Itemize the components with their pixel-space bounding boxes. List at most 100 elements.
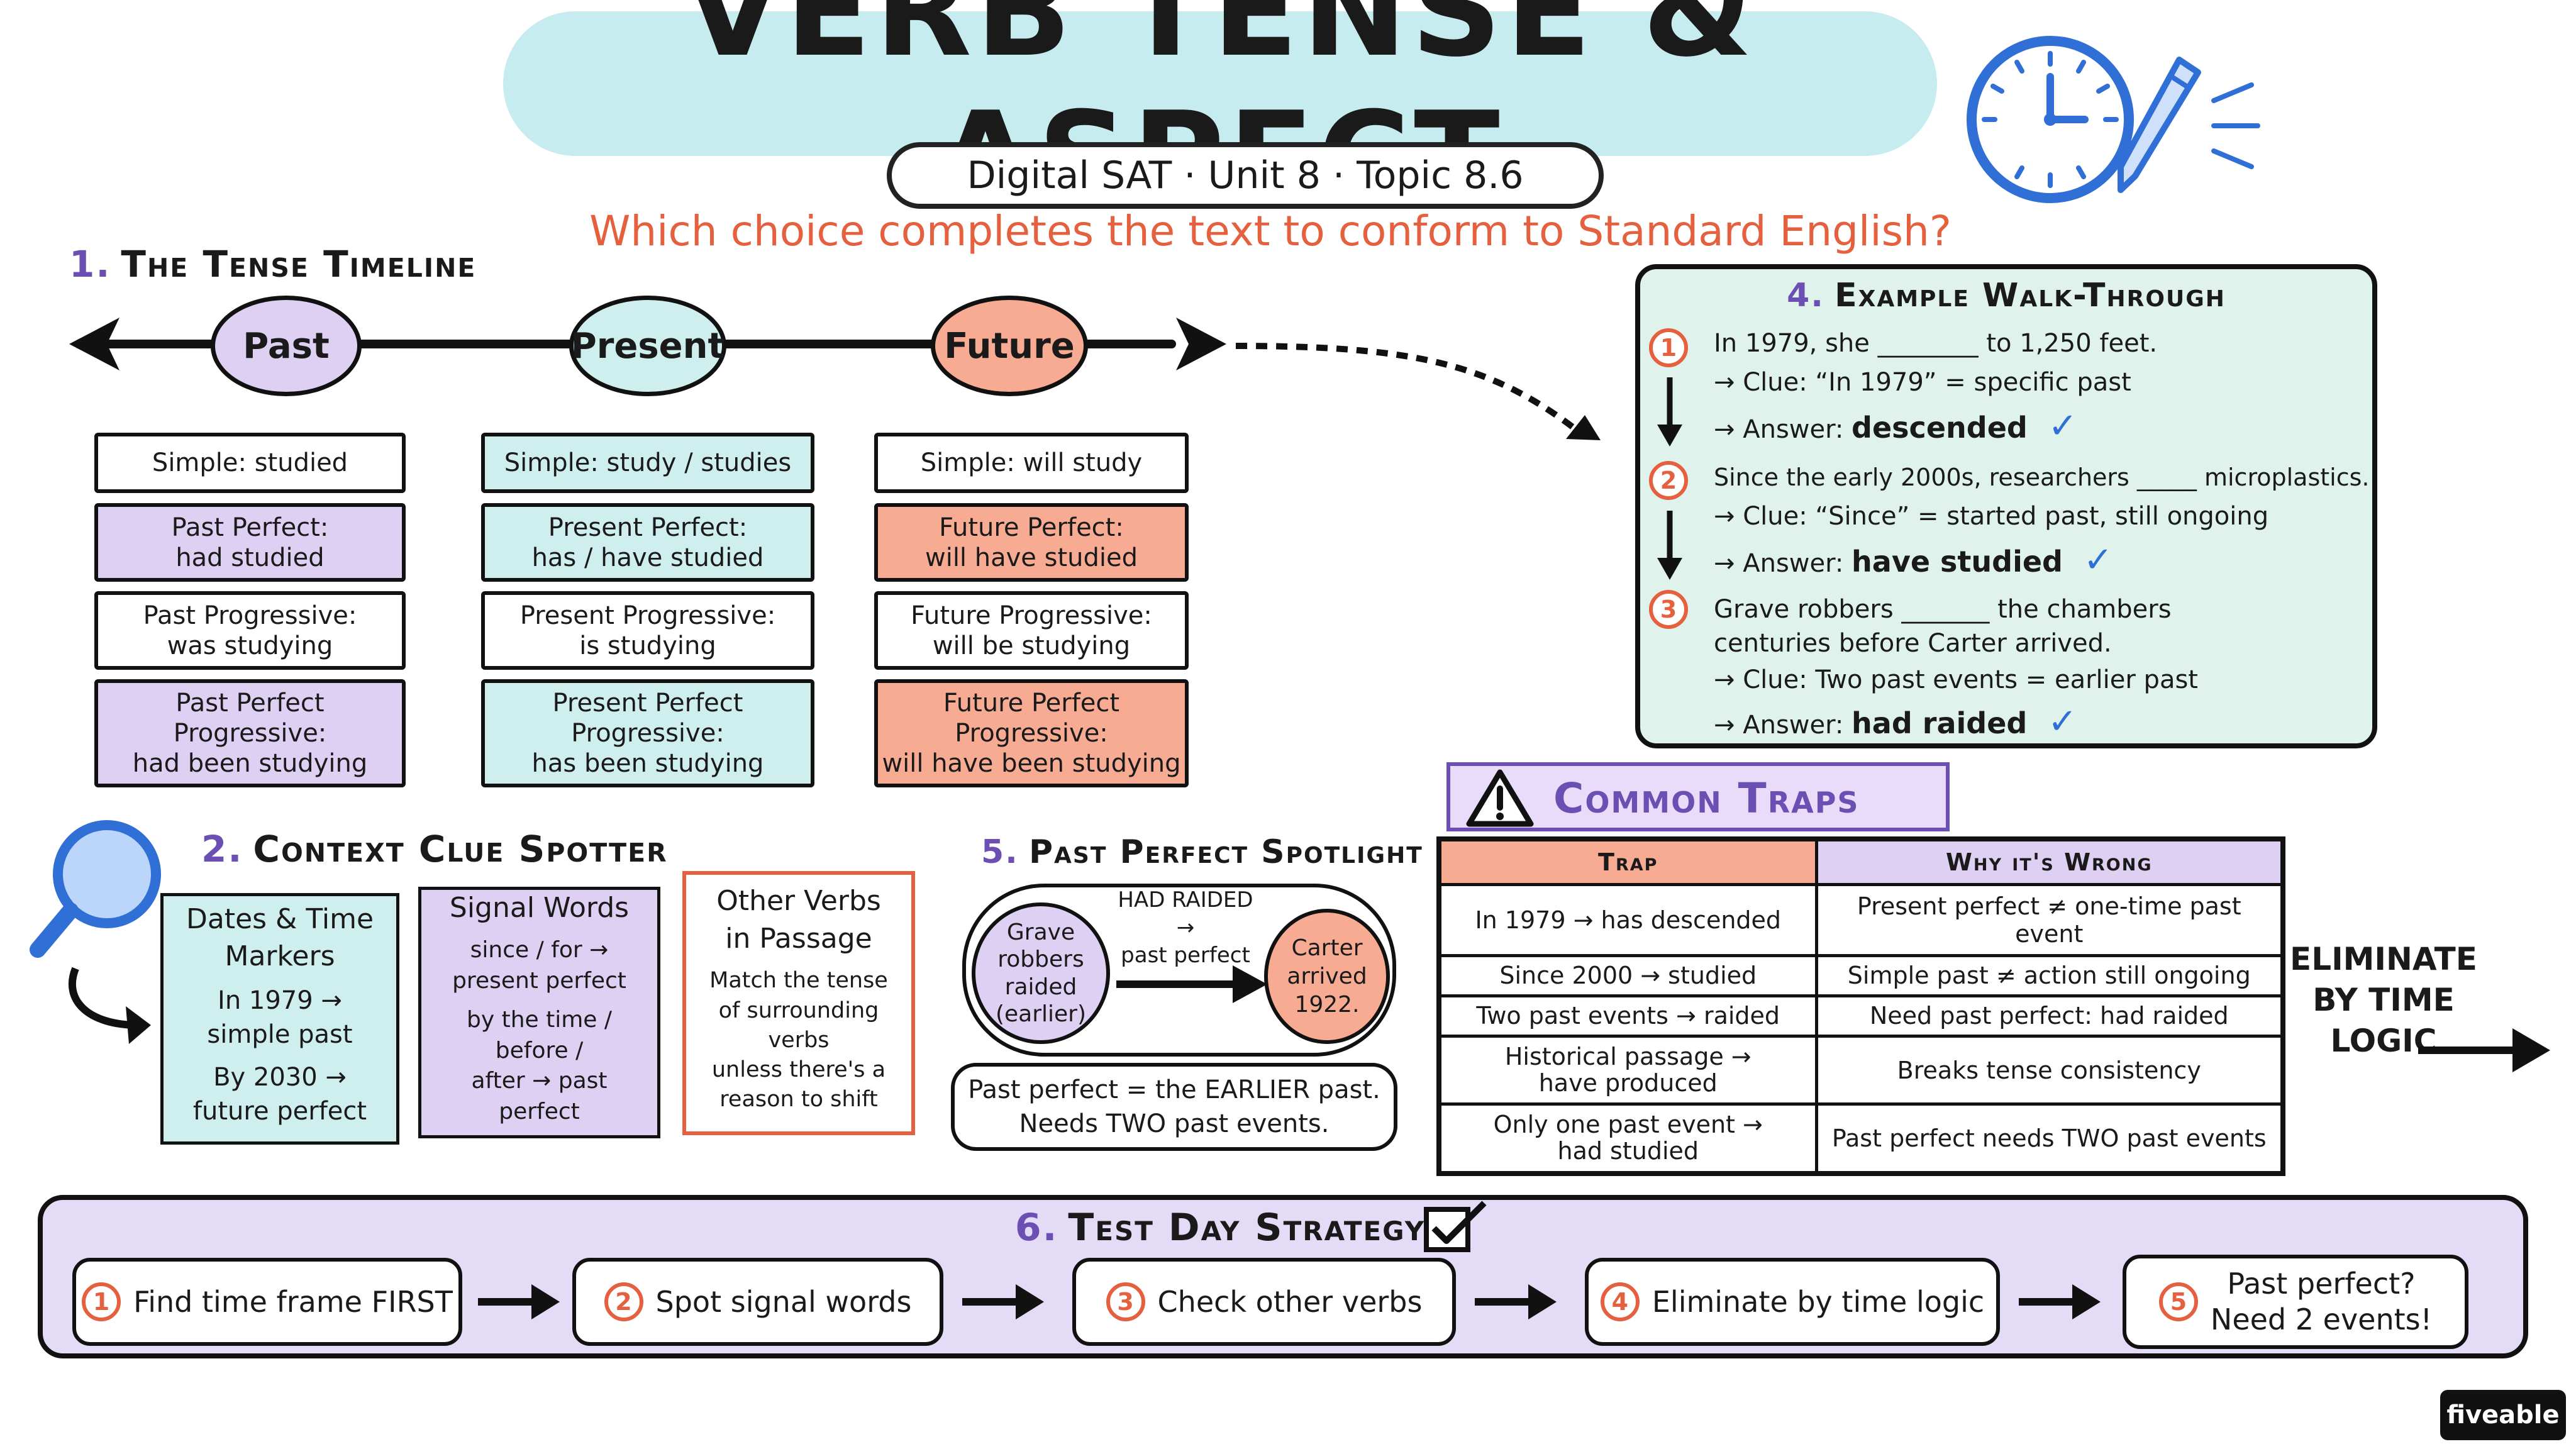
note-title: Dates & Time Markers (186, 902, 374, 972)
eliminate-note: ELIMINATE BY TIME LOGIC (2290, 940, 2477, 1059)
answer-label: → Answer: (1714, 711, 1852, 740)
present-perfect-progressive: Present Perfect Progressive: has been st… (481, 679, 814, 787)
example-number-badge: 2 (1649, 461, 1688, 500)
spotlight-heading: 5. Past Perfect Spotlight (981, 830, 1434, 874)
step-number-badge: 2 (604, 1282, 643, 1321)
checkmark-icon: ✓ (2048, 406, 2078, 447)
strategy-step-5: 5 Past perfect? Need 2 events! (2123, 1255, 2468, 1349)
example-heading: 4. Example Walk-Through (1635, 274, 2377, 318)
answer-value: had raided (1852, 706, 2028, 740)
note-dates: Dates & Time Markers In 1979 → simple pa… (160, 893, 399, 1145)
spotlight-rule: Past perfect = the EARLIER past. Needs T… (951, 1063, 1397, 1151)
answer-value: descended (1852, 411, 2028, 445)
example-clue: → Clue: Two past events = earlier past (1714, 665, 2198, 694)
section-heading: Context Clue Spotter (253, 828, 668, 870)
section-heading: Past Perfect Spotlight (1028, 833, 1423, 871)
example-answer-row: → Answer: have studied ✓ (1714, 540, 2113, 580)
why-cell: Need past perfect: had raided (1814, 994, 2285, 1038)
arrow-right-icon (1116, 965, 1267, 1003)
note-line: By 2030 → future perfect (192, 1063, 367, 1126)
tense-bubble-present: Present (569, 296, 726, 396)
example-number-badge: 3 (1649, 590, 1688, 629)
note-line: Match the tense of surrounding verbs unl… (709, 968, 888, 1113)
table-header-why: Why it's Wrong (1814, 837, 2285, 886)
checkmark-icon: ✓ (2083, 540, 2113, 580)
magnifier-icon (30, 820, 161, 1044)
page-title: VERB TENSE & ASPECT (684, 0, 1757, 231)
arrow-right-icon (1475, 1284, 1557, 1319)
step-number-badge: 5 (2158, 1282, 2198, 1321)
present-perfect: Present Perfect: has / have studied (481, 503, 814, 582)
why-cell: Present perfect ≠ one-time past event (1814, 882, 2285, 957)
context-heading: 2. Context Clue Spotter (201, 824, 767, 874)
checkbox-icon (1424, 1201, 1487, 1252)
past-perfect-progressive: Past Perfect Progressive: had been study… (94, 679, 406, 787)
example-answer-row: → Answer: descended ✓ (1714, 406, 2077, 447)
section-number: 4. (1787, 277, 1825, 314)
brand-logo: fiveable (2440, 1390, 2566, 1440)
trap-cell: Two past events → raided (1437, 994, 1818, 1038)
later-event-bubble: Carter arrived 1922. (1264, 909, 1390, 1044)
section-number: 2. (201, 828, 243, 870)
present-simple: Simple: study / studies (481, 433, 814, 493)
arrow-right-icon (2418, 1028, 2550, 1072)
arrow-down-icon (1657, 511, 1682, 580)
checkmark-icon: ✓ (2048, 701, 2077, 742)
table-row: Since 2000 → studied Simple past ≠ actio… (1437, 953, 2285, 997)
why-cell: Simple past ≠ action still ongoing (1814, 953, 2285, 997)
traps-heading: Common Traps (1553, 774, 1860, 823)
arrow-right-icon (478, 1284, 560, 1319)
section-number: 5. (981, 833, 1019, 871)
example-panel (1635, 264, 2377, 748)
warning-icon (1466, 769, 1534, 827)
strategy-step-4: 4 Eliminate by time logic (1585, 1258, 2000, 1346)
arrow-right-icon (962, 1284, 1044, 1319)
example-answer-row: → Answer: had raided ✓ (1714, 701, 2077, 742)
answer-value: have studied (1852, 545, 2063, 579)
past-perfect: Past Perfect: had studied (94, 503, 406, 582)
earlier-event-bubble: Grave robbers raided (earlier) (972, 902, 1110, 1044)
clock-icon (1967, 36, 2260, 203)
section-number: 6. (1014, 1206, 1058, 1250)
step-label: Find time frame FIRST (133, 1285, 453, 1319)
table-row: Two past events → raided Need past perfe… (1437, 994, 2285, 1038)
answer-label: → Answer: (1714, 549, 1852, 578)
tense-bubble-future: Future (931, 296, 1088, 396)
step-label: Eliminate by time logic (1652, 1285, 1985, 1319)
note-signal-words: Signal Words since / for → present perfe… (418, 887, 660, 1138)
trap-cell: Only one past event → had studied (1437, 1102, 1818, 1175)
arrow-right-icon (2019, 1284, 2101, 1319)
example-sentence: Grave robbers _______ the chambers centu… (1714, 595, 2172, 658)
note-title: Other Verbs in Passage (716, 885, 881, 955)
why-cell: Past perfect needs TWO past events (1814, 1102, 2285, 1175)
section-heading: Test Day Strategy (1068, 1206, 1426, 1250)
future-simple: Simple: will study (874, 433, 1189, 493)
tense-bubble-past: Past (211, 296, 362, 396)
table-row: Historical passage → have produced Break… (1437, 1034, 2285, 1106)
example-sentence: Since the early 2000s, researchers _____… (1714, 464, 2370, 491)
step-number-badge: 3 (1106, 1282, 1145, 1321)
answer-label: → Answer: (1714, 415, 1852, 444)
note-title: Signal Words (449, 891, 630, 924)
strategy-step-2: 2 Spot signal words (572, 1258, 943, 1346)
step-number-badge: 1 (82, 1282, 121, 1321)
strategy-step-3: 3 Check other verbs (1072, 1258, 1456, 1346)
why-cell: Breaks tense consistency (1814, 1034, 2285, 1106)
title-highlight (503, 11, 1937, 156)
past-simple: Simple: studied (94, 433, 406, 493)
arrow-left-icon (69, 318, 119, 370)
example-sentence: In 1979, she ________ to 1,250 feet. (1714, 329, 2158, 358)
question-text: Which choice completes the text to confo… (589, 206, 1951, 255)
dashed-connector (1235, 343, 1601, 440)
pencil-icon (2118, 57, 2201, 193)
example-clue: → Clue: “Since” = started past, still on… (1714, 502, 2269, 531)
note-line: since / for → present perfect (452, 936, 626, 994)
example-clue: → Clue: “In 1979” = specific past (1714, 368, 2131, 397)
past-progressive: Past Progressive: was studying (94, 591, 406, 670)
timeline-heading: 1. The Tense Timeline (69, 239, 635, 289)
section-heading: Example Walk-Through (1835, 277, 2226, 314)
step-label: Check other verbs (1157, 1285, 1423, 1319)
arrow-right-icon (1176, 318, 1226, 370)
table-row: Only one past event → had studied Past p… (1437, 1102, 2285, 1175)
future-perfect: Future Perfect: will have studied (874, 503, 1189, 582)
